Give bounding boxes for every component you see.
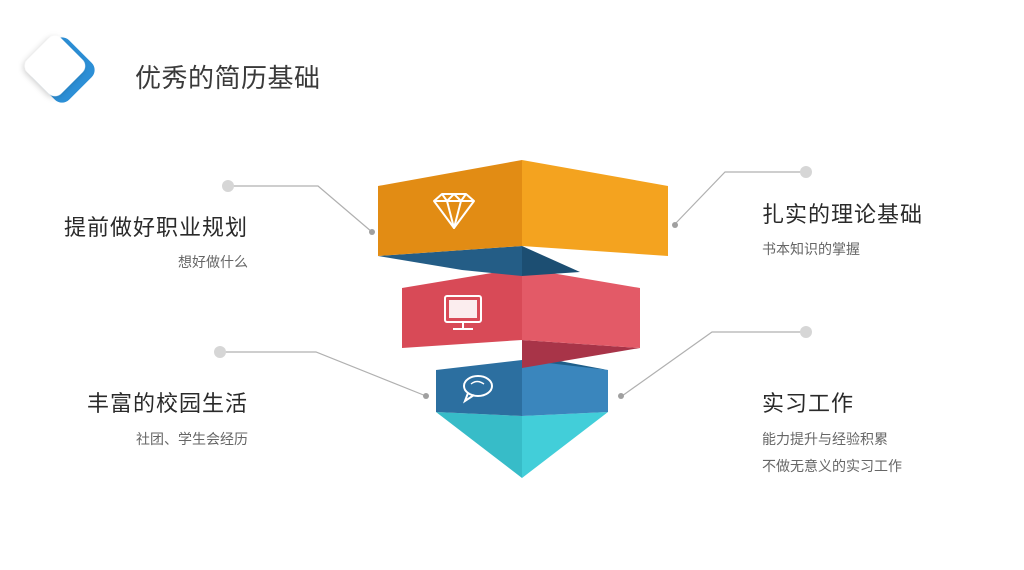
- item-title-theory-foundation: 扎实的理论基础: [762, 203, 924, 228]
- page-title: 优秀的简历基础: [135, 64, 321, 94]
- tier-2-right-face: [522, 268, 640, 348]
- connector-bottom-left: [222, 351, 427, 397]
- tier-3-right-face: [522, 360, 608, 416]
- item-desc-campus-life: 社团、学生会经历: [136, 432, 248, 448]
- connector-dot-bottom-right-inner: [618, 393, 624, 399]
- tier-1-left-face: [378, 160, 522, 256]
- item-title-campus-life: 丰富的校园生活: [86, 392, 248, 417]
- tier-3-left-face: [436, 360, 522, 416]
- connector-dot-top-right-outer: [800, 166, 812, 178]
- connector-dot-top-right-inner: [672, 222, 678, 228]
- connector-dot-bottom-left-inner: [423, 393, 429, 399]
- item-desc-career-planning: 想好做什么: [178, 255, 248, 271]
- connector-dot-bottom-right-outer: [800, 326, 812, 338]
- connector-top-right: [674, 171, 805, 225]
- item-title-internship: 实习工作: [762, 392, 855, 417]
- connector-lines: [222, 171, 805, 397]
- connector-bottom-right: [621, 331, 804, 397]
- connector-dots: [214, 166, 812, 399]
- item-desc-theory-foundation: 书本知识的掌握: [762, 242, 860, 258]
- item-title-career-planning: 提前做好职业规划: [63, 216, 248, 241]
- diamond-icon: [433, 193, 475, 229]
- item-desc-internship-2: 不做无意义的实习工作: [762, 459, 902, 475]
- tier-1-right-face: [522, 160, 668, 256]
- tier-2-underside: [522, 340, 640, 368]
- tier-4-bottom-point: [436, 412, 522, 478]
- connector-top-left: [232, 185, 373, 233]
- speech-bubble-icon: [462, 375, 493, 404]
- item-desc-internship-1: 能力提升与经验积累: [762, 432, 888, 448]
- connector-dot-top-left-inner: [369, 229, 375, 235]
- logo-diamond-icon: [24, 35, 95, 103]
- connector-dot-top-left-outer: [222, 180, 234, 192]
- connector-dot-bottom-left-outer: [214, 346, 226, 358]
- monitor-icon: [444, 295, 482, 330]
